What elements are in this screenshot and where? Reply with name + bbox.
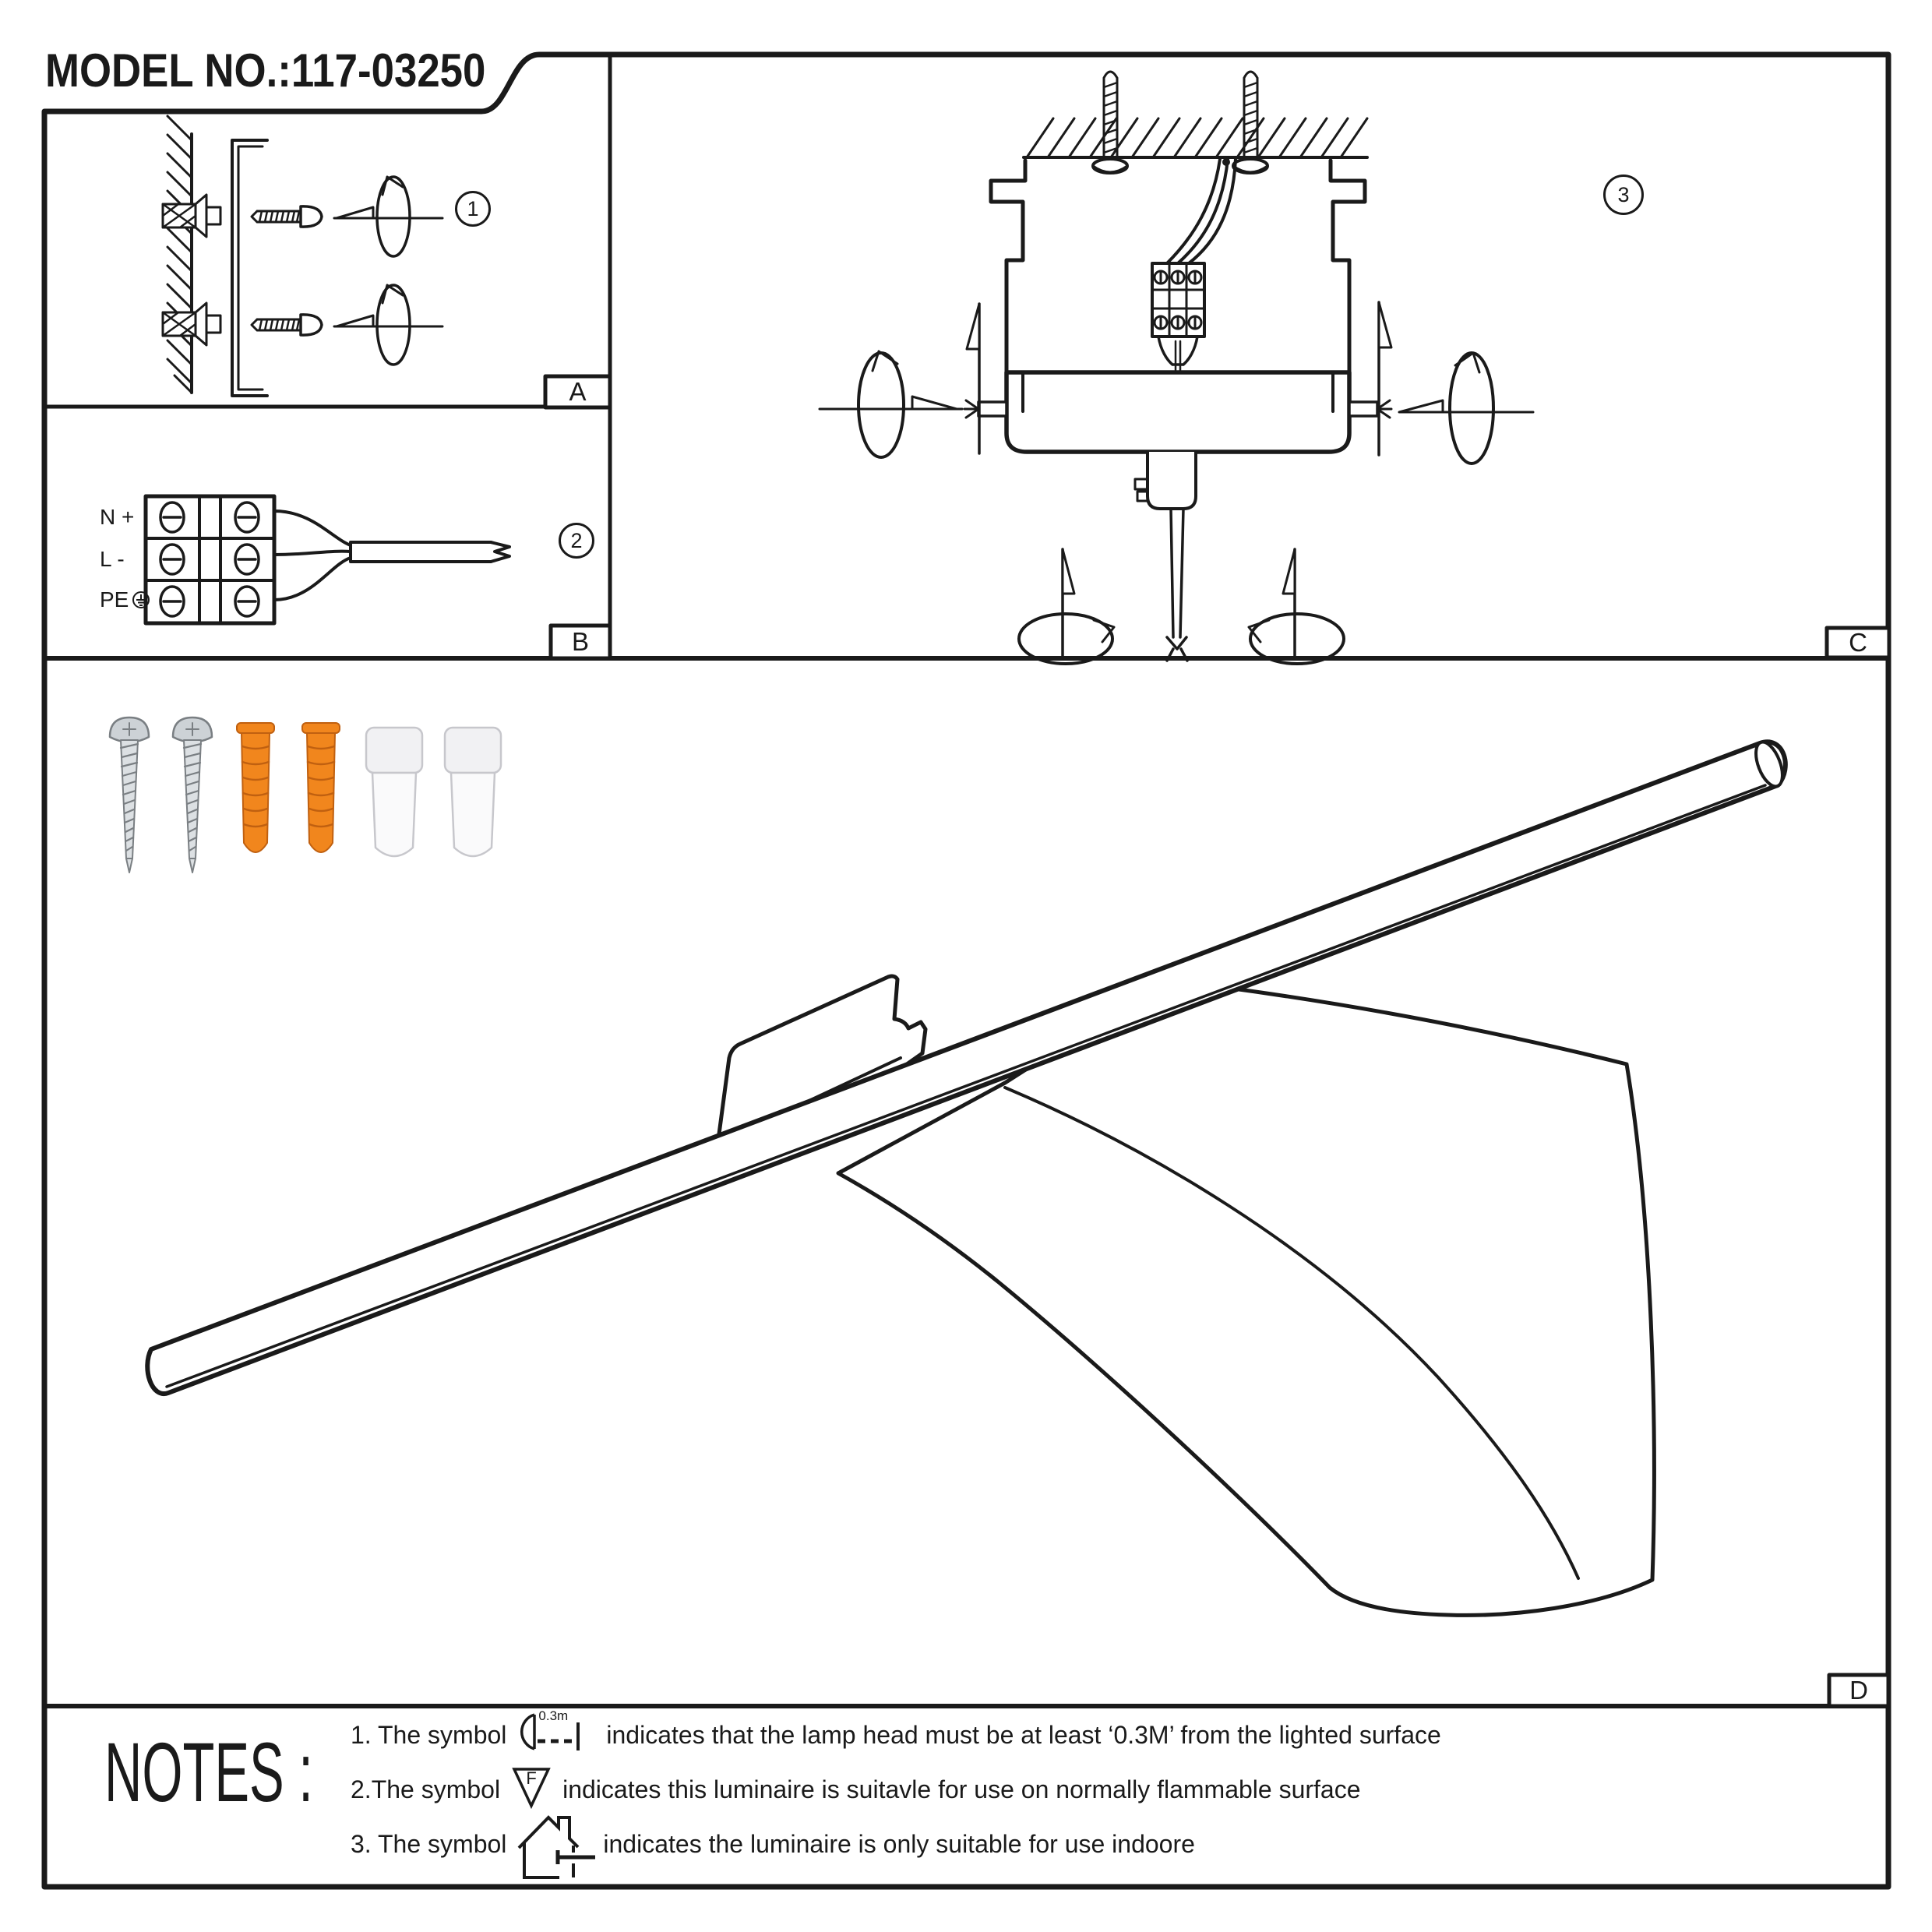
- step-marker-3: 3: [1603, 175, 1644, 215]
- lamp-backplate: [836, 978, 1656, 1617]
- terminal-label-neutral: N +: [100, 505, 135, 529]
- terminal-label-earth: PE: [100, 587, 150, 612]
- panel-label-b: B: [571, 627, 589, 656]
- ceiling-terminal-block: [1151, 262, 1206, 372]
- note-1-prefix: 1. The symbol: [351, 1720, 507, 1749]
- lamp-tube-seam: [165, 784, 1767, 1388]
- screw-bottom: [250, 313, 323, 337]
- flammable-surface-letter: F: [526, 1768, 537, 1788]
- ceiling-bracket: [989, 158, 1367, 375]
- strain-relief-funnel: [1157, 335, 1199, 366]
- panel-label-d: D: [1849, 1676, 1868, 1705]
- cable-break-symbol: [489, 541, 511, 563]
- rotate-arrow-top: [333, 175, 444, 258]
- rotate-symbol-right: [1398, 351, 1535, 465]
- label-box-d: [1827, 1673, 1891, 1708]
- vertical-arrow-left: [965, 302, 981, 455]
- screw-top: [250, 205, 323, 228]
- panel-label-a: A: [569, 377, 587, 406]
- bar-side-screw-left: [963, 399, 1008, 419]
- min-distance-symbol: 0.3m: [517, 1708, 595, 1760]
- part-wall-plug-1: [236, 722, 275, 853]
- panel-label-c: C: [1849, 628, 1867, 657]
- label-box-a: [543, 374, 612, 410]
- rotate-symbol-left: [818, 350, 964, 459]
- step-marker-2: 2: [559, 523, 594, 559]
- cable-end: [1165, 636, 1189, 662]
- part-screw-2: [171, 716, 213, 873]
- wall-hatch: [166, 115, 193, 394]
- panel-c-ceiling-mounting: [818, 70, 1535, 665]
- part-wall-plug-2: [301, 722, 340, 853]
- page-borders: [41, 51, 1891, 1890]
- part-screw-1: [108, 716, 150, 873]
- model-number-title: MODEL NO.:117-03250: [45, 44, 486, 97]
- note-2-prefix: 2.The symbol: [351, 1775, 501, 1803]
- step-marker-1: 1: [455, 191, 491, 227]
- cable: [349, 541, 511, 563]
- lamp-drawing: [145, 739, 1788, 1617]
- note-row-2: 2.The symbol F indicates this luminaire …: [351, 1765, 1361, 1814]
- indoor-use-house-icon: [517, 1815, 596, 1879]
- swivel-symbol-right: [1247, 548, 1345, 665]
- part-wire-cap-1: [365, 726, 424, 858]
- note-row-3: 3. The symbol indicates the luminaire is…: [351, 1815, 1195, 1879]
- lamp-tube-end-cap: [1754, 740, 1784, 788]
- flammable-surface-symbol: F: [511, 1764, 552, 1815]
- ceiling-wires: [1165, 157, 1237, 265]
- min-distance-0-3m-icon: [520, 1713, 580, 1750]
- panel-a-wall-mounting: [161, 115, 444, 397]
- wires: [273, 509, 352, 601]
- ceiling-screw-left: [1091, 70, 1129, 175]
- panel-b-wiring: [143, 494, 511, 626]
- wall-bracket-side-view: [231, 139, 269, 397]
- note-2-suffix: indicates this luminaire is suitavle for…: [562, 1775, 1361, 1803]
- lamp-backplate-fold: [1003, 1086, 1580, 1580]
- ceiling-screw-right: [1232, 70, 1269, 175]
- note-3-prefix: 3. The symbol: [351, 1829, 507, 1858]
- ceiling-hatch: [1025, 117, 1369, 159]
- terminal-label-earth-text: PE: [100, 587, 129, 612]
- label-box-c: [1824, 626, 1891, 660]
- swivel-symbol-left: [1017, 548, 1116, 665]
- mounting-bar: [1004, 370, 1352, 454]
- note-1-suffix: indicates that the lamp head must be at …: [606, 1720, 1441, 1749]
- rotate-arrow-bottom: [333, 284, 444, 366]
- wall-anchor-top: [161, 193, 222, 238]
- bar-side-screw-right: [1348, 399, 1393, 419]
- note-row-1: 1. The symbol 0.3m indicates that the la…: [351, 1708, 1441, 1760]
- part-wire-cap-2: [443, 726, 502, 858]
- terminal-label-live: L -: [100, 547, 125, 571]
- flammable-surface-triangle-icon: [512, 1768, 551, 1810]
- cable-gland: [1133, 450, 1197, 662]
- min-distance-value: 0.3m: [538, 1708, 569, 1723]
- earth-ground-icon: [132, 591, 150, 608]
- panel-d-parts: [108, 716, 1788, 1617]
- lamp-saddle-mount: [714, 974, 928, 1154]
- note-3-suffix: indicates the luminaire is only suitable…: [603, 1829, 1195, 1858]
- label-box-b: [548, 623, 612, 661]
- wall-anchor-bottom: [161, 301, 222, 347]
- notes-heading: NOTES :: [104, 1725, 313, 1819]
- vertical-arrow-right: [1377, 301, 1393, 457]
- terminal-screws: [159, 501, 260, 618]
